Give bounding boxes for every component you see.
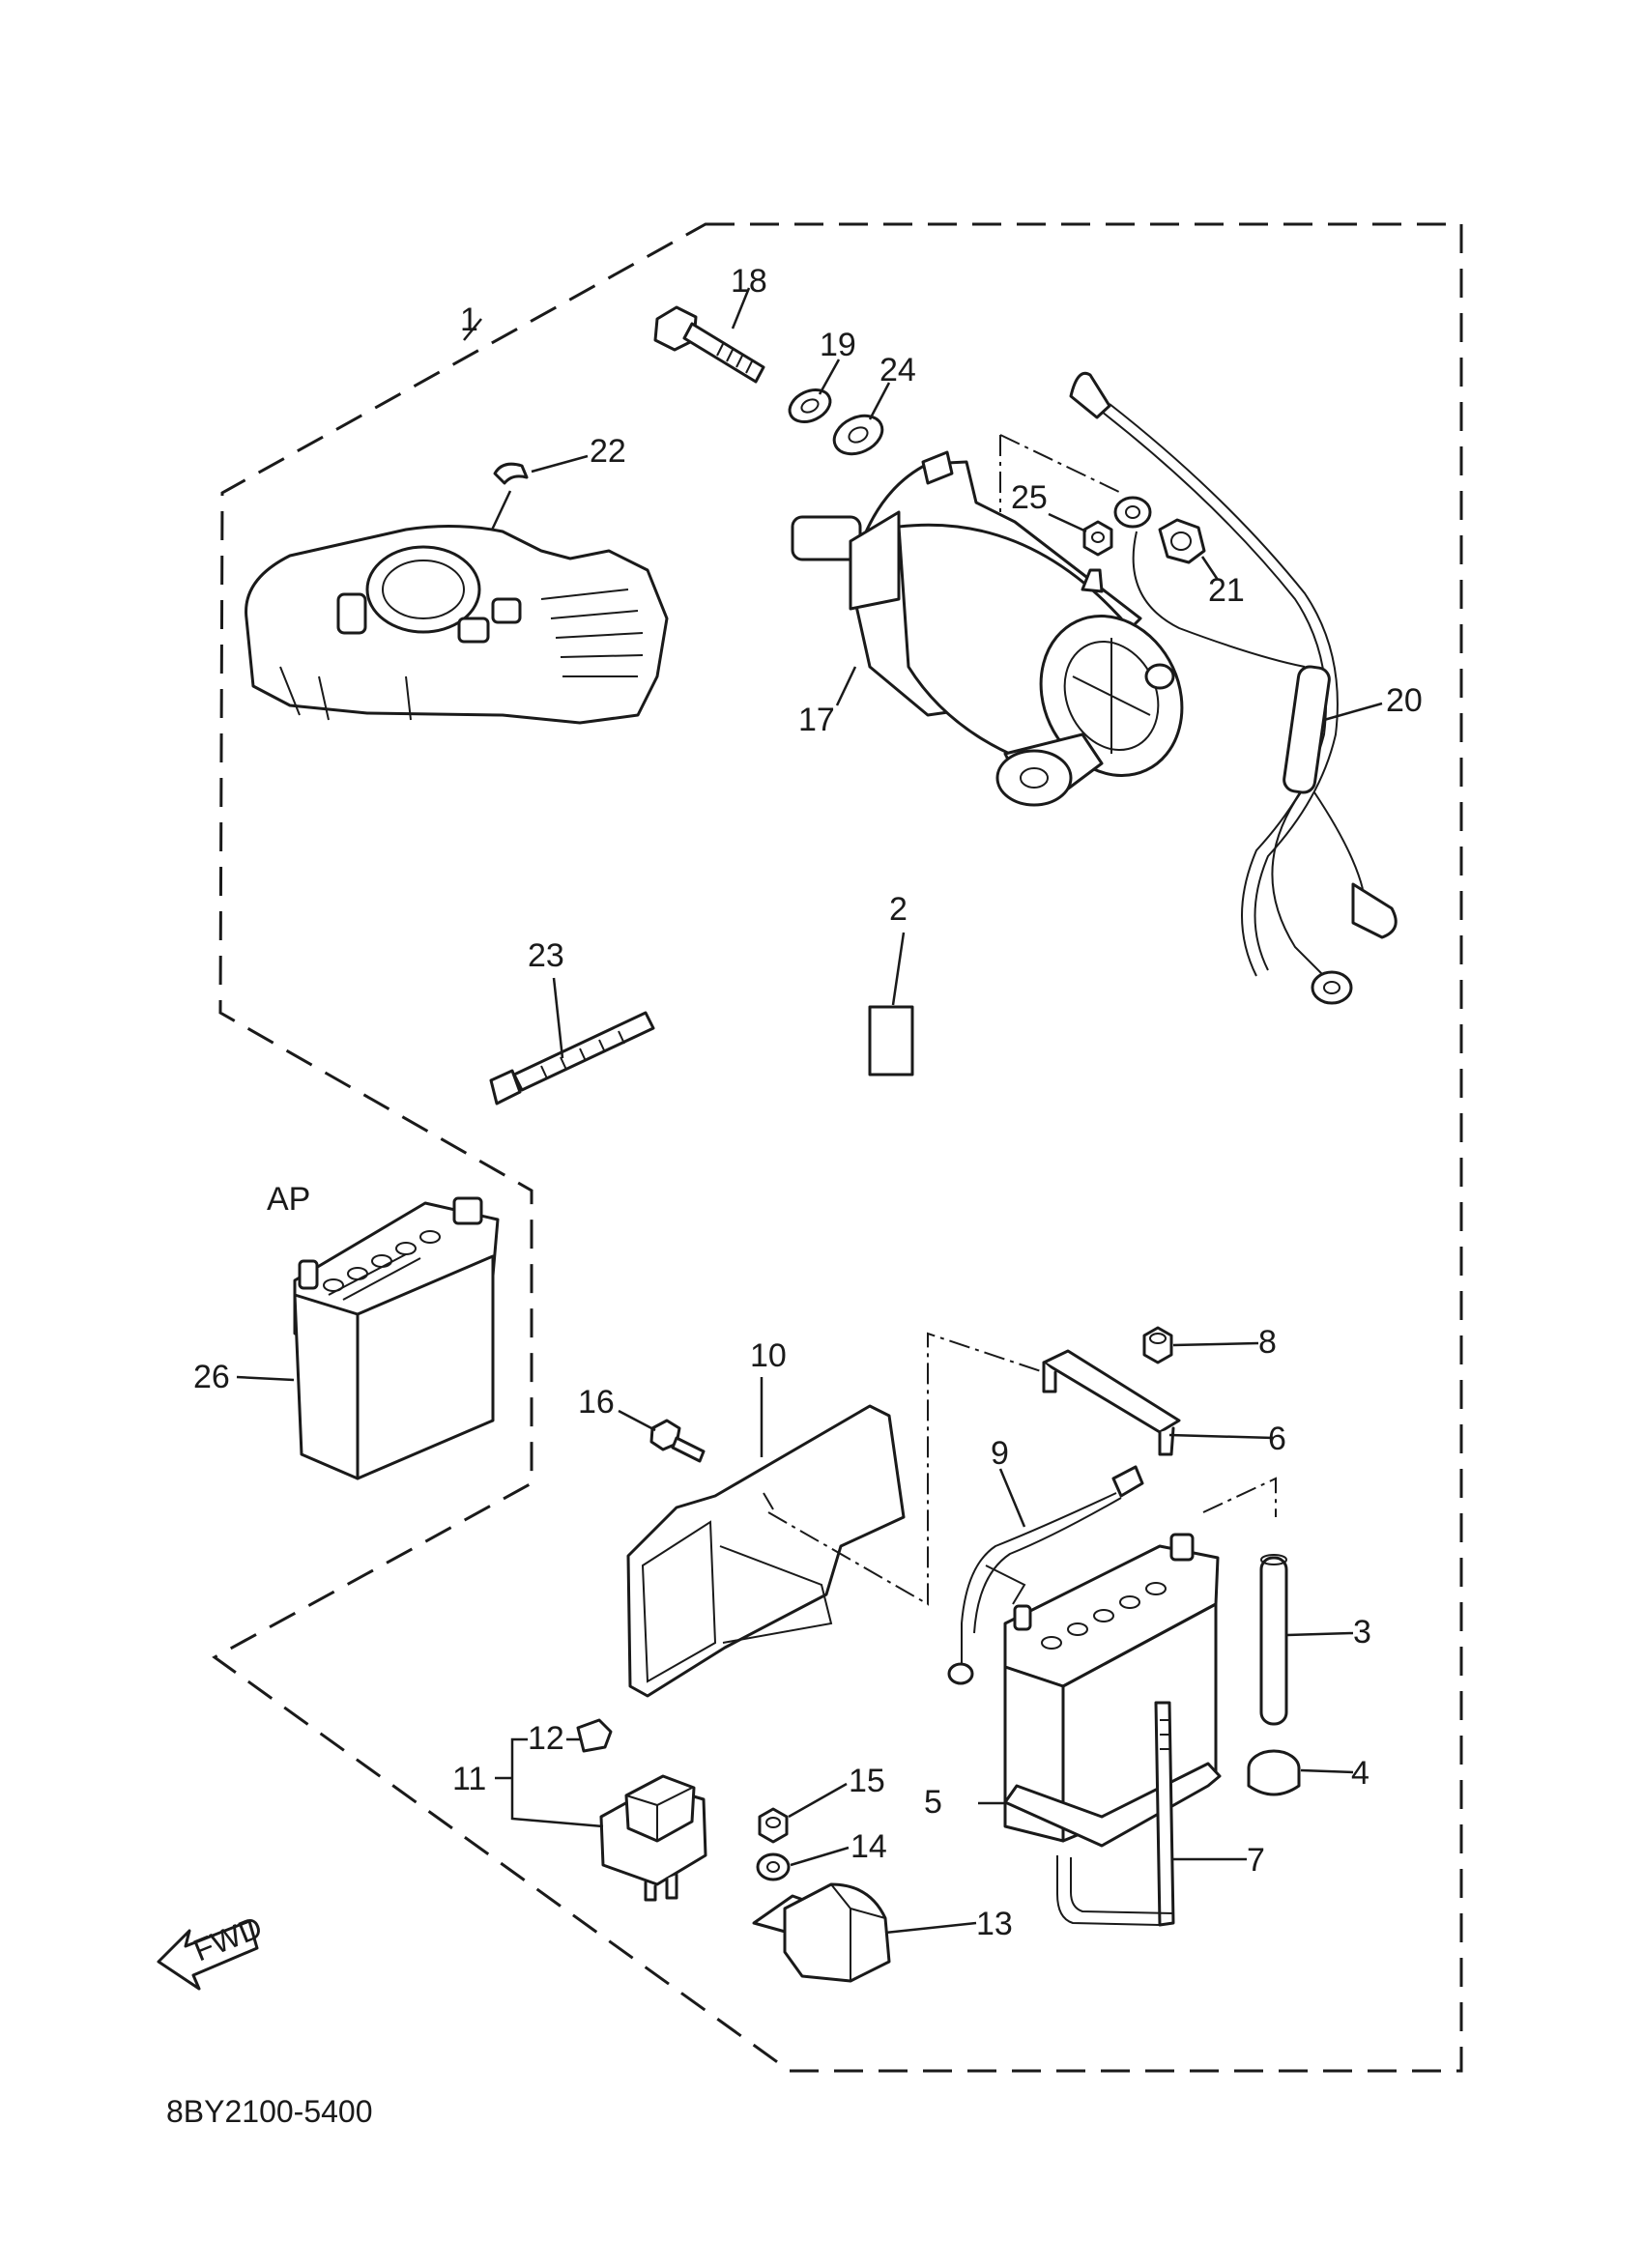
callout-23: 23 <box>528 937 564 974</box>
callout-22: 22 <box>590 433 626 470</box>
callout-5: 5 <box>924 1784 942 1821</box>
callout-10: 10 <box>750 1337 787 1374</box>
callout-20: 20 <box>1386 682 1423 719</box>
assembly-chain-line-2 <box>1202 1477 1277 1517</box>
starter-cable-part-20 <box>1069 371 1398 1005</box>
callout-26: 26 <box>193 1359 230 1395</box>
callout-11: 11 <box>452 1761 486 1797</box>
washer-part-24 <box>832 414 884 456</box>
callout-24: 24 <box>879 352 916 388</box>
battery-cover-part-10 <box>626 1404 906 1698</box>
bolt-part-18 <box>653 305 765 384</box>
rubber-band-part-3 <box>1259 1554 1288 1726</box>
ap-label: AP <box>267 1181 310 1218</box>
battery-tray-part-5 <box>1003 1762 1222 1848</box>
assembly-chain-line <box>767 1332 1045 1606</box>
callout-14: 14 <box>850 1828 887 1865</box>
forward-direction-arrow: FWD <box>157 1909 267 1991</box>
cap-nut-part-21 <box>1158 518 1206 564</box>
callout-1: 1 <box>460 301 478 338</box>
relay-part-11 <box>599 1774 707 1902</box>
callout-7: 7 <box>1247 1842 1265 1879</box>
starter-motor-part-17 <box>791 434 1184 807</box>
callout-21: 21 <box>1208 572 1245 609</box>
nut-part-8 <box>1142 1326 1173 1364</box>
battery-part-26 <box>293 1196 500 1480</box>
bolt-part-16 <box>649 1419 706 1463</box>
callout-4: 4 <box>1351 1755 1369 1792</box>
engine-casing <box>245 524 669 725</box>
callout-13: 13 <box>976 1906 1013 1942</box>
callout-15: 15 <box>849 1763 885 1799</box>
pad-part-2 <box>868 1005 914 1077</box>
callout-9: 9 <box>991 1435 1009 1472</box>
callout-17: 17 <box>798 702 835 738</box>
callout-3: 3 <box>1353 1614 1371 1651</box>
nut-part-15 <box>758 1807 789 1844</box>
washer-part-14 <box>756 1852 791 1881</box>
callout-labels: 1 2 3 4 5 6 7 8 9 10 11 12 13 14 15 16 1… <box>193 263 1423 1942</box>
callout-19: 19 <box>820 327 856 363</box>
lock-washer-part-19 <box>788 388 832 423</box>
grommet-part-4 <box>1247 1749 1301 1796</box>
callout-25: 25 <box>1011 479 1048 516</box>
battery-cable-part-9 <box>947 1465 1144 1685</box>
leader-lines <box>236 287 1383 1935</box>
callout-16: 16 <box>578 1384 615 1421</box>
bracket-part-6 <box>1042 1349 1181 1456</box>
cable-tie-part-23 <box>489 1011 655 1105</box>
nut-part-25 <box>1082 520 1113 557</box>
cap-part-12 <box>576 1718 613 1753</box>
kit-boundary-outline <box>212 222 1463 2073</box>
battery-rod-part-7 <box>1056 1701 1175 1927</box>
callout-8: 8 <box>1258 1324 1277 1361</box>
callout-2: 2 <box>889 891 908 928</box>
diagram-code: 8BY2100-5400 <box>166 2094 373 2129</box>
horn-part-13 <box>752 1882 891 1983</box>
callout-12: 12 <box>528 1720 564 1757</box>
callout-6: 6 <box>1268 1421 1286 1457</box>
callout-18: 18 <box>731 263 767 300</box>
